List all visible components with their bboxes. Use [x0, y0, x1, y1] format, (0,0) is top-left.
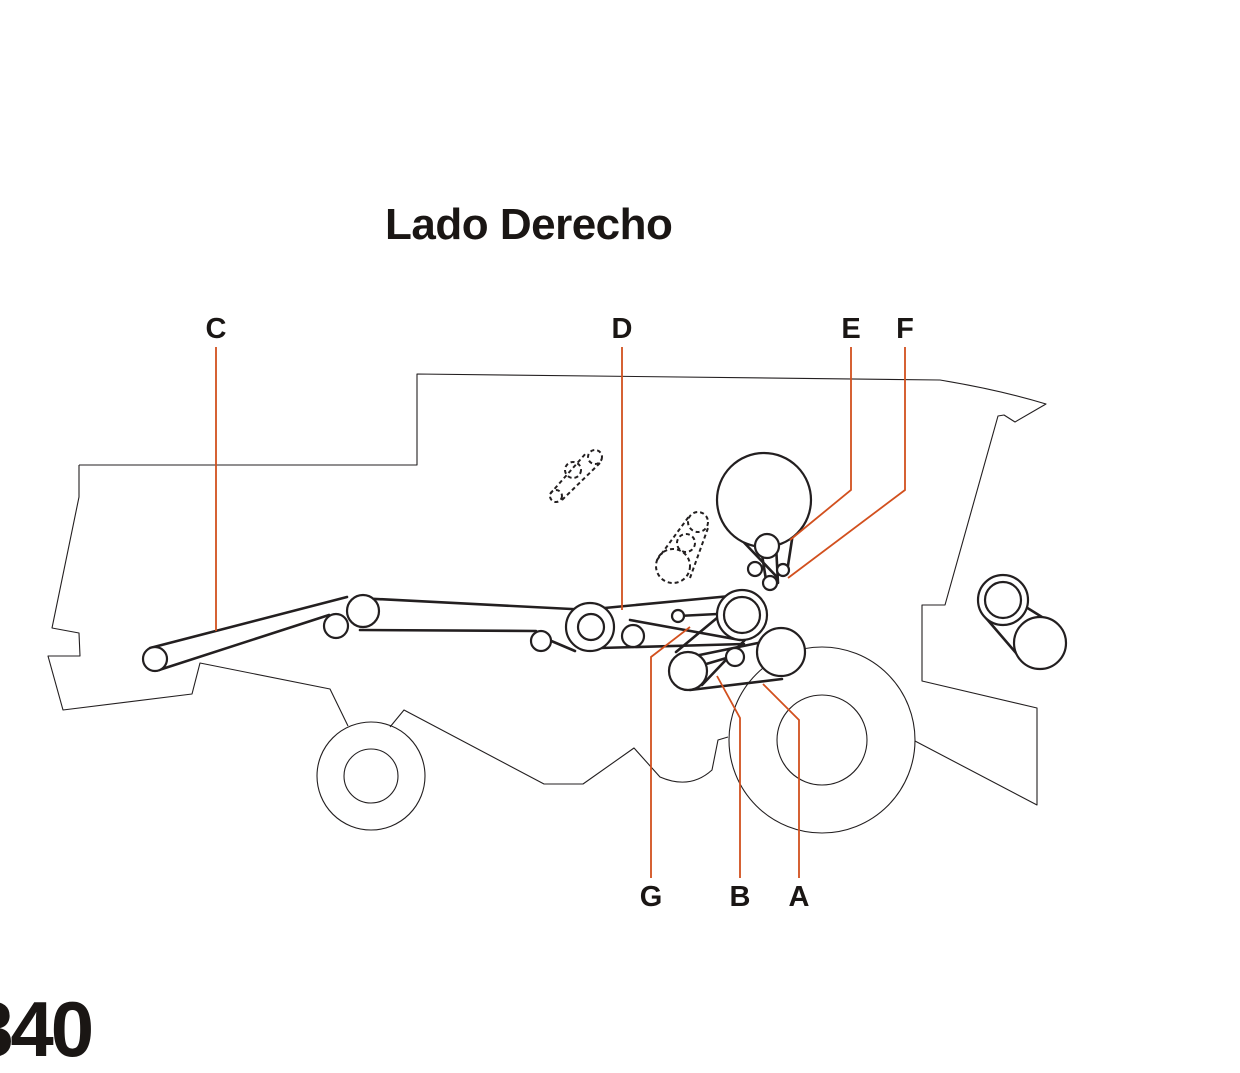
feeder-drive	[141, 593, 759, 673]
front-pulley	[141, 645, 169, 673]
machine-outline	[47, 373, 1047, 806]
hidden-pulley	[687, 511, 709, 533]
hidden-pulley	[564, 461, 582, 479]
callout-b: B	[730, 881, 751, 913]
leader-b	[716, 675, 741, 878]
rear-drive	[976, 573, 1068, 671]
hidden-pulley	[587, 449, 603, 465]
rear-wheel-tire	[728, 646, 916, 834]
upper-feeder-pulley	[345, 593, 381, 629]
callout-e: E	[841, 313, 860, 345]
hidden-pulley	[676, 533, 696, 553]
rear-upper-pulley-inner	[983, 580, 1023, 620]
front-wheel	[316, 721, 426, 831]
engine-pulley-inner	[722, 595, 762, 635]
small-pulley	[746, 560, 764, 578]
callout-f: F	[896, 313, 914, 345]
tension-pulley	[620, 623, 646, 649]
large-upper-pulley	[715, 451, 813, 549]
lower-idler	[724, 646, 746, 668]
callout-d: D	[612, 313, 633, 345]
leader-lines	[215, 347, 906, 878]
hidden-belt	[656, 514, 709, 579]
belt-c	[148, 595, 593, 672]
machine-body-outline	[79, 373, 1047, 806]
middle-idler	[529, 629, 553, 653]
callout-g: G	[640, 881, 663, 913]
callout-labels: C D E F G B A	[206, 313, 914, 913]
callout-c: C	[206, 313, 227, 345]
rear-wheel-hub	[776, 694, 868, 786]
hidden-drive-upper	[549, 449, 603, 503]
hidden-drive-lower	[655, 511, 709, 584]
leader-a	[762, 683, 800, 878]
hidden-pulley	[549, 489, 563, 503]
callout-a: A	[789, 881, 810, 913]
lower-right-drive	[667, 588, 807, 692]
diagram-title: Lado Derecho	[385, 200, 673, 249]
leader-g	[650, 626, 691, 878]
front-wheel-hub	[343, 748, 399, 804]
rear-wheel	[728, 646, 916, 834]
upper-right-drive	[715, 451, 813, 592]
small-tension-pulley	[670, 608, 686, 624]
main-drive-pulley-inner	[576, 612, 606, 642]
machine-underbody-outline	[389, 709, 729, 785]
hidden-pulley	[655, 548, 691, 584]
feeder-idler	[322, 612, 350, 640]
small-pulley	[761, 574, 779, 592]
right-pulley	[755, 626, 807, 678]
idler-pulley	[753, 532, 781, 560]
belt-d	[592, 593, 759, 650]
machine-header-outline	[47, 465, 349, 727]
small-pulley	[775, 562, 791, 578]
rear-lower-pulley	[1012, 615, 1068, 671]
leader-e	[789, 347, 852, 541]
hidden-belt	[549, 451, 602, 501]
leader-f	[787, 347, 906, 579]
lower-pulley	[667, 650, 709, 692]
front-wheel-tire	[316, 721, 426, 831]
